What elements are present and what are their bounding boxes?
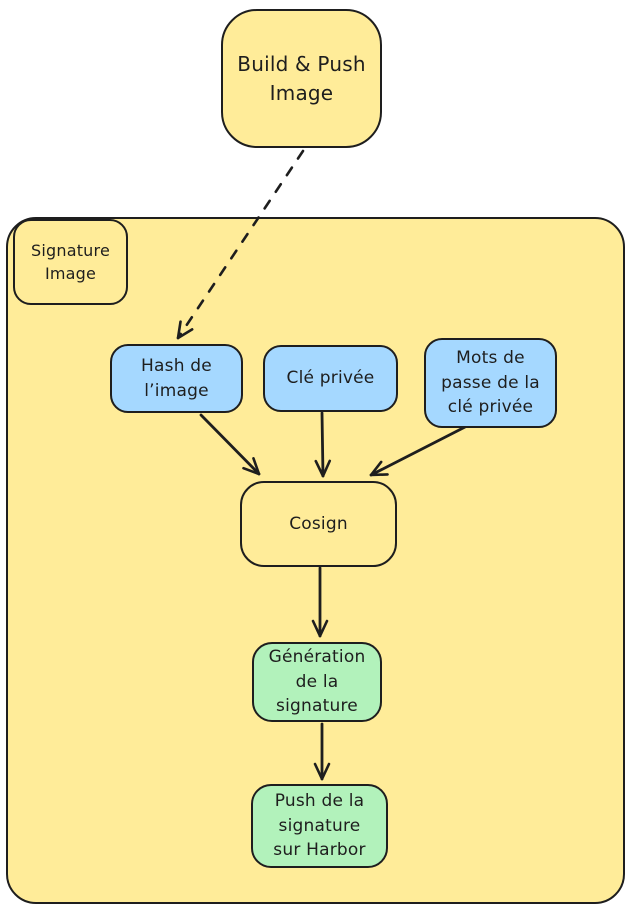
group-label-signature-image: Signature Image bbox=[13, 219, 128, 305]
node-hash-de-l-image: Hash de l’image bbox=[110, 344, 243, 413]
node-push-signature-harbor: Push de la signature sur Harbor bbox=[251, 784, 388, 868]
node-cle-privee: Clé privée bbox=[263, 345, 398, 412]
node-generation-signature: Génération de la signature bbox=[252, 642, 382, 722]
node-mots-de-passe-cle-privee: Mots de passe de la clé privée bbox=[424, 338, 557, 428]
node-cosign: Cosign bbox=[240, 481, 397, 567]
node-build-push-image: Build & Push Image bbox=[221, 9, 382, 148]
